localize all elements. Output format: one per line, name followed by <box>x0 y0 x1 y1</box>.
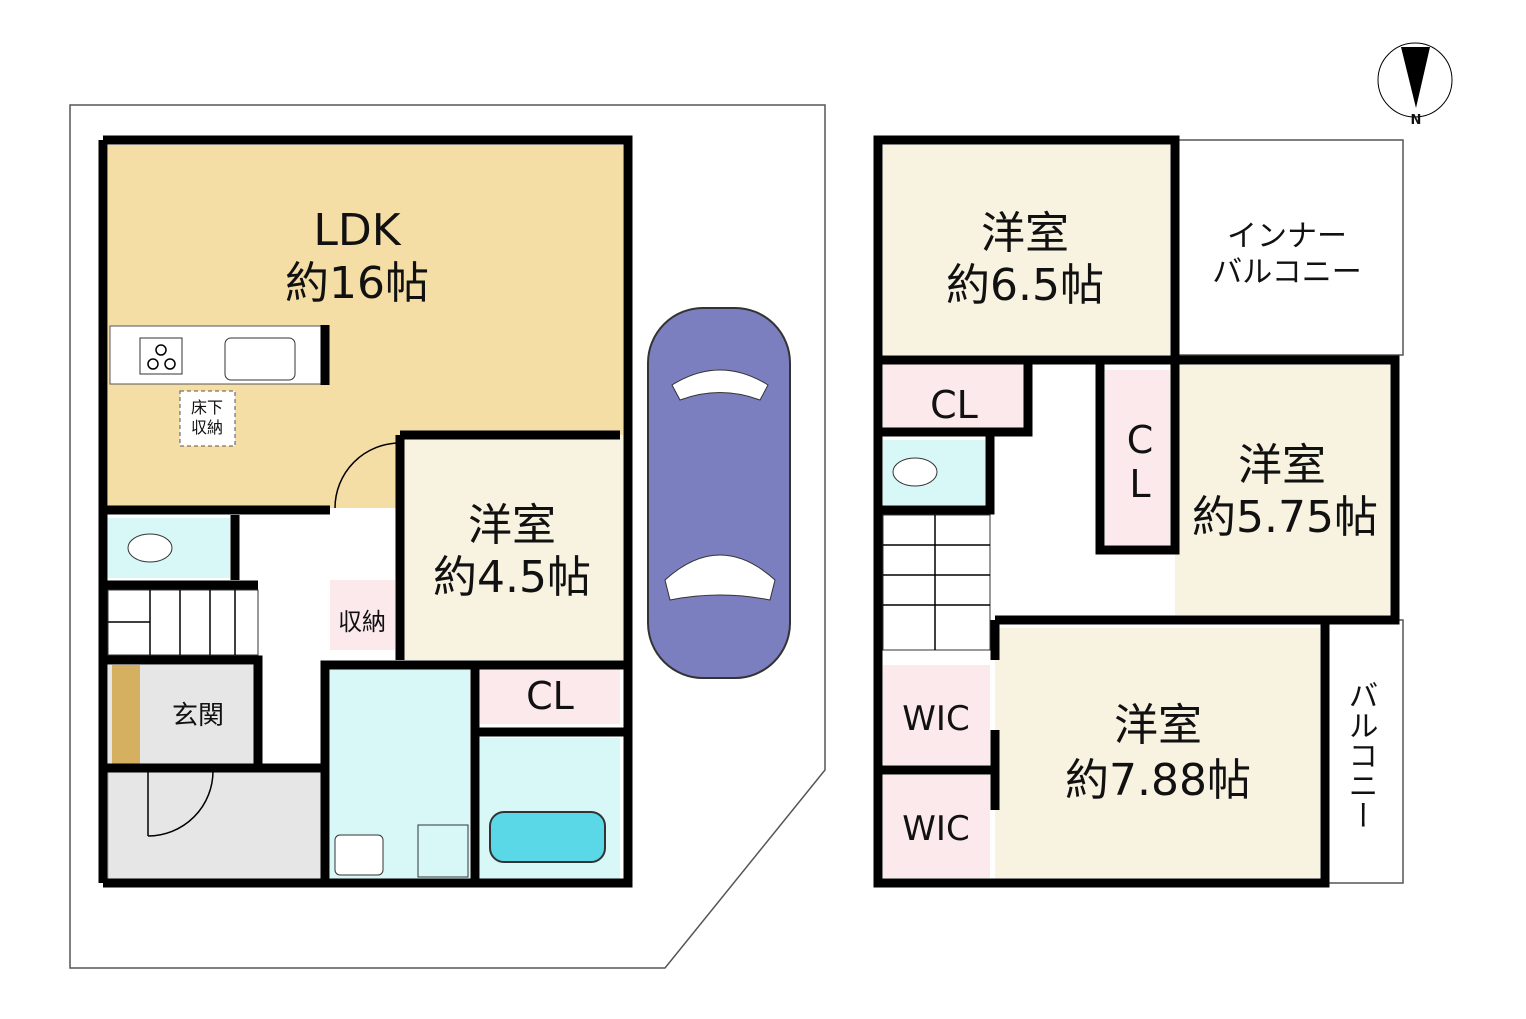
ldk-label: LDK <box>313 205 401 256</box>
kitchen-counter <box>109 325 326 385</box>
room3-label: 洋室 <box>1114 700 1202 751</box>
lot-boundary <box>69 104 826 969</box>
underfloor-label-1: 床下 <box>191 398 223 417</box>
compass-north-label: N <box>1411 113 1422 128</box>
sink-icon <box>224 337 296 381</box>
wic-1 <box>883 665 990 765</box>
western-room-7-88 <box>995 628 1320 878</box>
porch <box>107 769 326 881</box>
washer-icon <box>417 824 469 878</box>
stairs-2f <box>882 514 991 651</box>
closet-2f-1 <box>883 358 1025 430</box>
walls-2f <box>873 135 1400 888</box>
closet-label: CL <box>526 674 574 718</box>
first-floor: 床下 収納 LDK 約16帖 洋室 約4.5帖 CL 収納 玄関 <box>98 135 791 888</box>
room2-size: 約5.75帖 <box>1192 492 1378 543</box>
toilet-icon <box>892 457 938 487</box>
ldk-room <box>108 145 623 508</box>
room1-size: 約6.5帖 <box>946 260 1104 311</box>
toilet-icon <box>127 533 173 563</box>
closet-2f-2-label: CL <box>1118 418 1162 506</box>
stove-icon <box>139 337 183 375</box>
walls-1f <box>98 135 633 888</box>
compass-icon: N <box>1377 42 1453 128</box>
wic-2 <box>883 775 990 878</box>
inner-balcony <box>1174 139 1404 356</box>
balcony-label: バルコニー <box>1343 680 1378 830</box>
western-room-6-5 <box>883 145 1170 355</box>
second-floor: 洋室 約6.5帖 インナー バルコニー CL 洋室 約5.75帖 CL 洋室 約… <box>873 135 1404 888</box>
room2-label: 洋室 <box>1238 440 1326 491</box>
storage-label: 収納 <box>338 608 386 636</box>
closet-2f-1-label: CL <box>930 383 978 427</box>
western-room-size: 約4.5帖 <box>433 552 591 603</box>
western-room-label: 洋室 <box>468 500 556 551</box>
ldk-size: 約16帖 <box>285 258 429 309</box>
western-room-5-75 <box>1175 365 1390 615</box>
car-icon <box>647 307 791 679</box>
entrance-label: 玄関 <box>172 701 224 731</box>
storage <box>330 580 395 650</box>
balcony <box>1324 619 1404 884</box>
inner-balcony-label-2: バルコニー <box>1212 255 1361 290</box>
wic-1-label: WIC <box>902 699 969 739</box>
underfloor-label-2: 収納 <box>191 418 223 437</box>
room1-label: 洋室 <box>981 208 1069 259</box>
room3-size: 約7.88帖 <box>1065 755 1251 806</box>
underfloor-storage <box>179 390 236 447</box>
western-room-4-5 <box>400 435 623 660</box>
closet <box>480 662 620 724</box>
closet-2f-2 <box>1105 370 1170 545</box>
entrance-step <box>112 665 140 765</box>
inner-balcony-label-1: インナー <box>1227 219 1347 254</box>
bathtub-icon <box>489 811 606 863</box>
wic-2-label: WIC <box>902 809 969 849</box>
washbasin-icon <box>334 834 384 876</box>
